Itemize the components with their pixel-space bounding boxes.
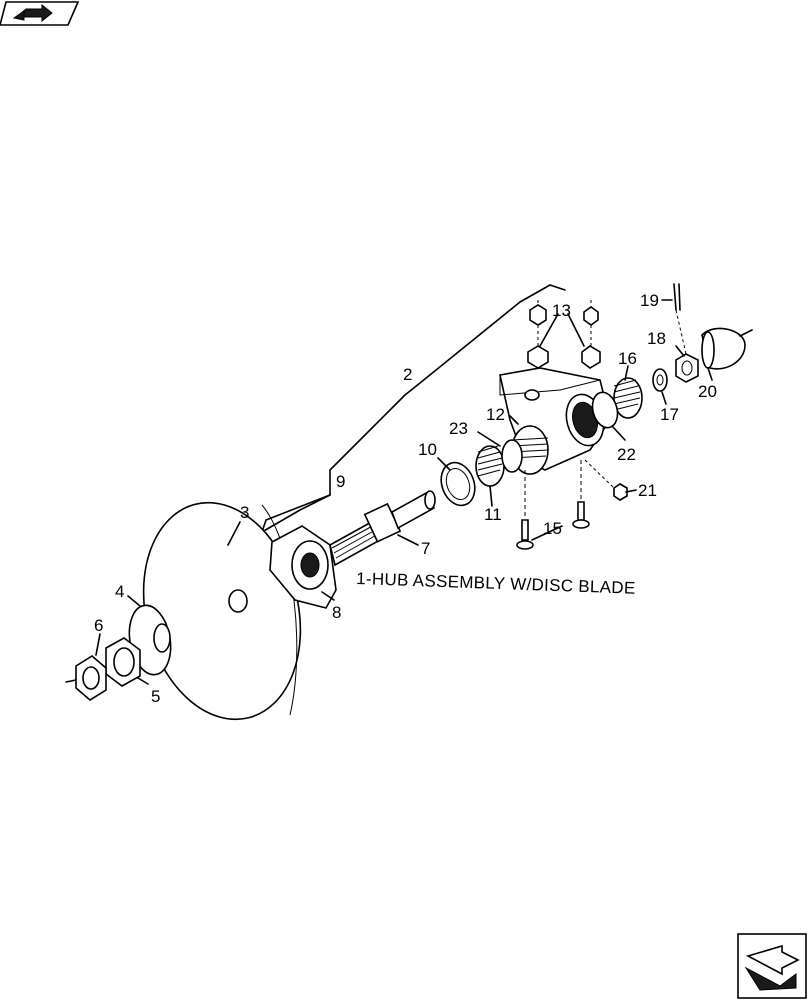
- callout-8: 8: [332, 603, 341, 622]
- castle-nut-18: [675, 353, 699, 383]
- callout-15: 15: [543, 519, 562, 538]
- seal-10: [440, 461, 476, 507]
- callout-17: 17: [660, 405, 679, 424]
- callout-5: 5: [151, 687, 160, 706]
- washer-17: [652, 368, 668, 392]
- cotter-pin-19: [673, 283, 681, 311]
- callout-20: 20: [698, 382, 717, 401]
- cup-22: [591, 391, 619, 429]
- callout-10: 10: [418, 440, 437, 459]
- bearing-11: [475, 445, 505, 487]
- book-arrow-icon[interactable]: [0, 1, 80, 26]
- callout-13: 13: [552, 301, 571, 320]
- callout-7: 7: [421, 539, 430, 558]
- nut-5: [105, 637, 141, 687]
- bearing-16: [613, 377, 643, 419]
- callout-12: 12: [486, 405, 505, 424]
- callout-3: 3: [240, 503, 249, 522]
- cup-23: [501, 439, 523, 473]
- bolts-15: [516, 460, 590, 550]
- callout-11: 11: [484, 505, 502, 524]
- bracket-9: [261, 494, 331, 533]
- nuts-13: [527, 300, 601, 369]
- leader-lines: [95, 299, 713, 685]
- assembly-caption: 1-HUB ASSEMBLY W/DISC BLADE: [356, 569, 636, 598]
- callout-2: 2: [403, 365, 412, 384]
- nut-6: [65, 655, 107, 701]
- navigate-arrow-icon[interactable]: [737, 933, 807, 999]
- callout-6: 6: [94, 616, 103, 635]
- bracket-2: [261, 284, 566, 533]
- callout-4: 4: [115, 582, 124, 601]
- hub-flange-8: [269, 525, 337, 609]
- callout-19: 19: [640, 291, 659, 310]
- callout-21: 21: [638, 481, 657, 500]
- callout-16: 16: [618, 349, 637, 368]
- callout-9: 9: [336, 472, 345, 491]
- callout-18: 18: [647, 329, 666, 348]
- callout-23: 23: [449, 419, 468, 438]
- grease-fitting-21: [584, 459, 628, 501]
- callout-22: 22: [617, 445, 636, 464]
- cap-20: [701, 327, 753, 370]
- spindle-7: [329, 490, 436, 567]
